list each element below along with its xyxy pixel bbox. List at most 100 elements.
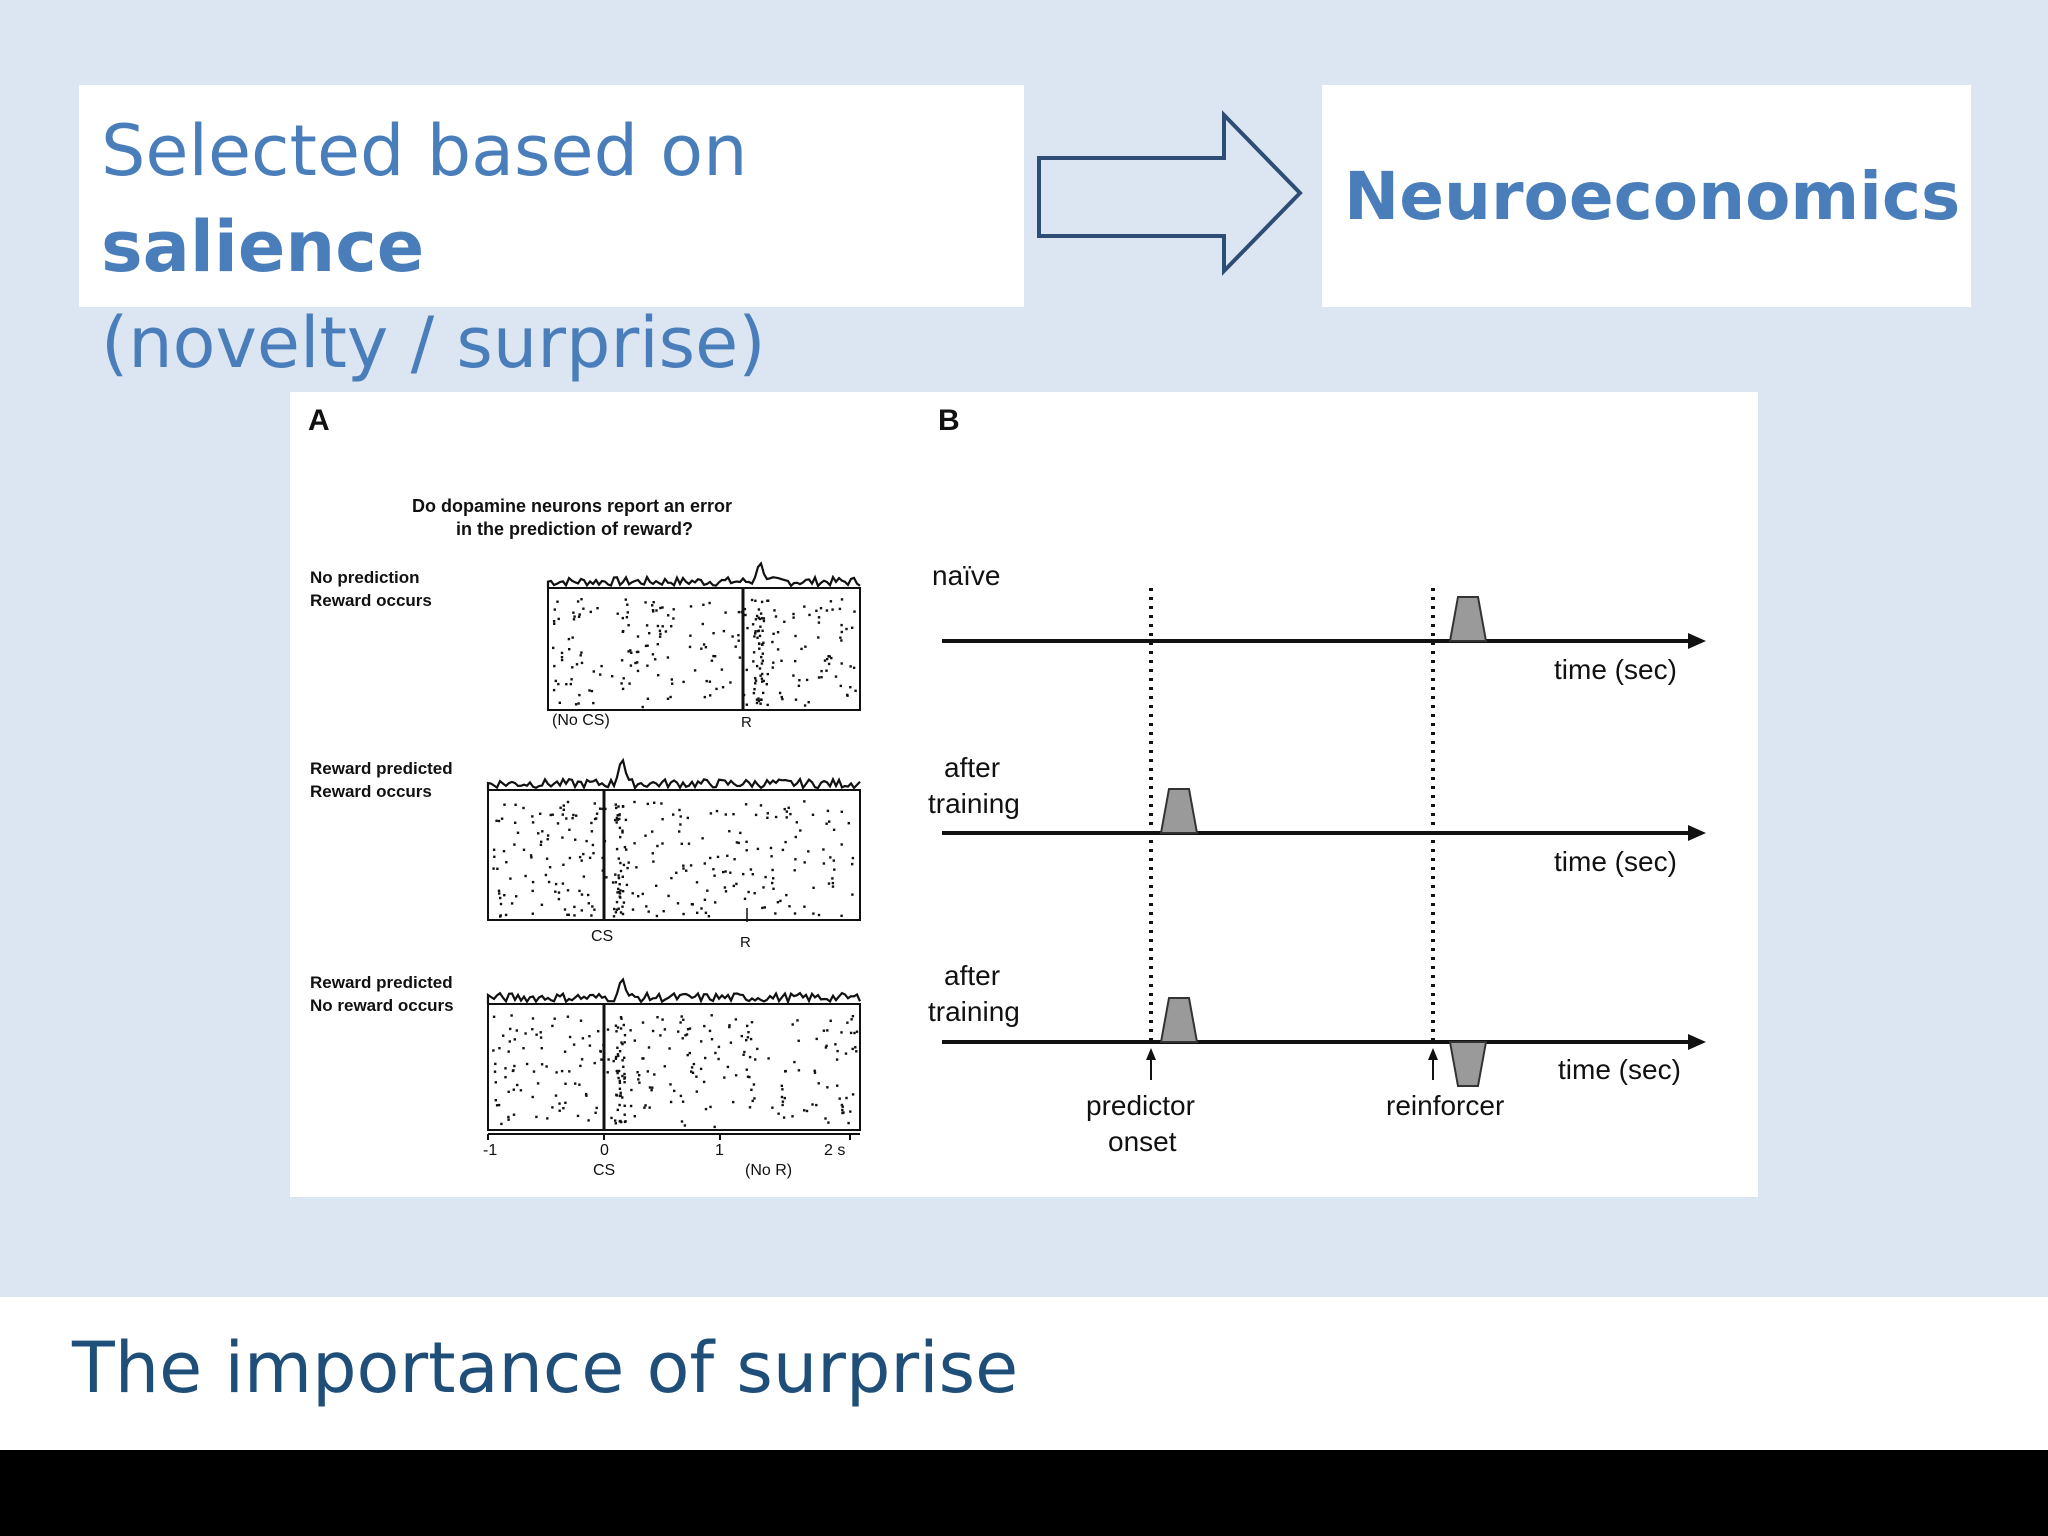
spike-dot — [644, 1104, 647, 1107]
row1-marker-right: R — [741, 714, 752, 731]
spike-dot — [601, 869, 604, 872]
spike-dot — [793, 912, 797, 915]
spike-dot — [721, 686, 725, 689]
spike-dot — [618, 1050, 622, 1053]
spike-dot — [780, 1084, 783, 1087]
spike-dot — [734, 1074, 738, 1077]
spike-dot — [655, 914, 659, 918]
spike-dot — [566, 1015, 570, 1018]
spike-dot — [504, 1076, 507, 1079]
neuroeconomics-box: Neuroeconomics — [1322, 85, 1971, 307]
spike-dot — [700, 647, 703, 650]
spike-dot — [709, 856, 712, 860]
spike-dot — [748, 1055, 752, 1059]
spike-dot — [681, 1100, 685, 1103]
spike-dot — [685, 869, 688, 872]
spike-dot — [505, 861, 508, 864]
spike-dot — [595, 1106, 598, 1110]
spike-dot — [616, 891, 619, 894]
spike-dot — [602, 1044, 605, 1047]
spike-dot — [773, 609, 776, 612]
spike-dot — [617, 874, 620, 877]
spike-dot — [592, 670, 595, 673]
spike-dot — [699, 1067, 703, 1071]
spike-dot — [757, 697, 760, 700]
spike-dot — [625, 616, 629, 619]
spike-dot — [682, 680, 685, 684]
spike-dot — [670, 678, 673, 681]
footer: The importance of surprise — [0, 1297, 2048, 1450]
spike-dot — [738, 656, 742, 659]
spike-dot — [792, 612, 795, 616]
spike-dot — [854, 1046, 857, 1049]
spike-dot — [547, 880, 551, 884]
spike-dot — [796, 1019, 799, 1022]
spike-dot — [503, 803, 506, 806]
spike-dot — [781, 697, 784, 701]
spike-dot — [540, 903, 544, 906]
spike-dot — [637, 650, 640, 654]
x-tick-2s: 2 s — [824, 1142, 846, 1159]
spike-dot — [781, 848, 785, 852]
spike-dot — [820, 676, 823, 679]
spike-dot — [573, 914, 576, 917]
spike-dot — [637, 895, 640, 898]
spike-dot — [817, 621, 821, 624]
spike-dot — [562, 1107, 565, 1110]
spike-dot — [585, 1094, 588, 1097]
spike-dot — [593, 908, 596, 911]
spike-dot — [811, 813, 815, 816]
spike-dot — [662, 910, 665, 913]
spike-dot — [564, 1082, 567, 1085]
spike-dot — [717, 1045, 721, 1049]
spike-dot — [648, 1106, 651, 1109]
spike-dot — [766, 672, 769, 676]
salience-line2: (novelty / surprise) — [101, 302, 766, 384]
spike-dot — [791, 1023, 794, 1026]
spike-dot — [817, 913, 821, 917]
spike-dot — [669, 695, 672, 699]
spike-dot — [546, 838, 549, 841]
spike-dot — [561, 836, 564, 839]
spike-dot — [650, 1089, 653, 1092]
spike-dot — [851, 893, 854, 896]
spike-dot — [803, 605, 806, 608]
spike-dot — [552, 688, 556, 692]
spike-dot — [651, 653, 655, 656]
spike-dot — [743, 607, 747, 611]
spike-dot — [710, 1014, 713, 1017]
spike-dot — [568, 828, 571, 831]
spike-dot — [755, 664, 759, 668]
spike-dot — [794, 698, 798, 701]
row3-marker-right: (No R) — [745, 1162, 793, 1179]
spike-dot — [582, 875, 586, 878]
spike-dot — [840, 1103, 844, 1107]
spike-dot — [646, 802, 649, 806]
spike-dot — [621, 1074, 624, 1078]
spike-dot — [579, 654, 582, 657]
spike-dot — [580, 909, 583, 912]
spike-dot — [653, 1073, 656, 1076]
spike-dot — [758, 647, 761, 650]
spike-dot — [668, 1047, 671, 1050]
spike-dot — [643, 1106, 646, 1109]
spike-dot — [705, 679, 708, 683]
spike-dot — [766, 599, 769, 602]
spike-dot — [631, 892, 634, 895]
spike-dot — [822, 862, 826, 865]
spike-dot — [593, 802, 596, 805]
spike-dot — [750, 1021, 754, 1024]
spike-dot — [529, 854, 533, 857]
spike-dot — [659, 606, 662, 610]
spike-dot — [824, 1117, 827, 1120]
spike-dot — [495, 1104, 499, 1107]
spike-dot — [765, 683, 768, 686]
spike-dot — [815, 1103, 818, 1107]
spike-dot — [681, 1037, 684, 1040]
spike-dot — [756, 1047, 759, 1051]
spike-dot — [847, 822, 850, 825]
timeline-arrowhead — [1688, 1034, 1706, 1050]
salience-text: Selected based on salience (novelty / su… — [101, 103, 1024, 391]
spike-dot — [833, 868, 836, 871]
spike-dot — [754, 677, 757, 680]
